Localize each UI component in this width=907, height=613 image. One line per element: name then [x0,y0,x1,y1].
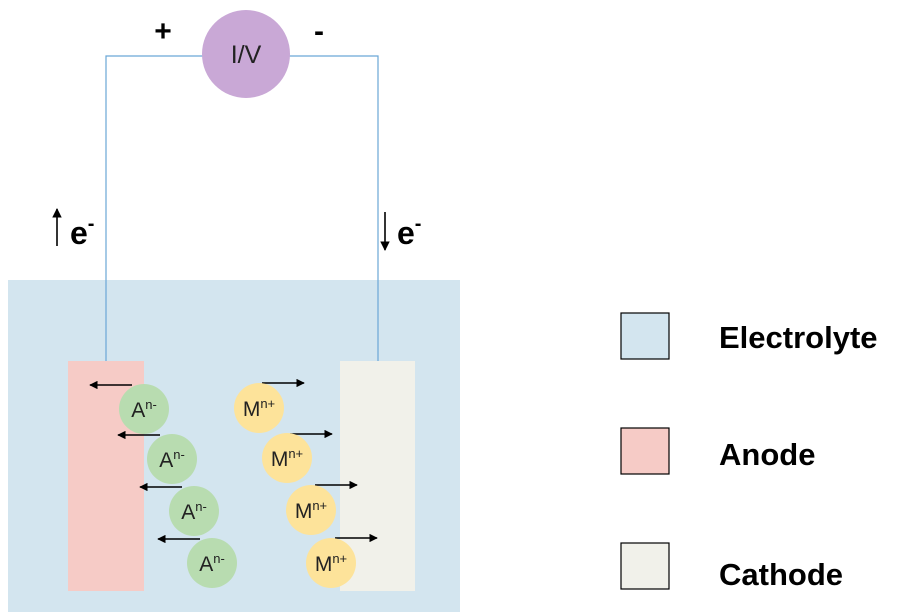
cation-circle [262,433,312,483]
anion-label: An- [131,397,157,422]
legend-swatch-cathode [620,542,670,590]
cation-label: Mn+ [315,551,347,576]
anion-circle [147,434,197,484]
positive-terminal-sign: + [154,15,172,48]
anion-circle [187,538,237,588]
legend-label-anode: Anode [719,437,815,472]
circuit-wire-right [289,55,379,361]
anion-label: An- [181,499,207,524]
cation-circle [286,485,336,535]
legend-swatch-anode [620,427,670,475]
anion-circle [119,384,169,434]
legend-label-electrolyte: Electrolyte [719,320,878,355]
anion-label: An- [199,551,225,576]
cation-label: Mn+ [295,498,327,523]
legend: Electrolyte Anode Cathode [620,312,878,592]
cation-label: Mn+ [243,396,275,421]
legend-label-cathode: Cathode [719,557,843,592]
cation-label: Mn+ [271,446,303,471]
power-source-circle [202,10,290,98]
power-source-label: I/V [231,41,262,69]
electron-label-left: e- [70,213,94,251]
cation-circle [234,383,284,433]
cation-circle [306,538,356,588]
anion-label: An- [159,447,185,472]
legend-swatch-electrolyte [620,312,670,360]
anion-circle [169,486,219,536]
electron-label-right: e- [397,213,421,251]
circuit-wire-left [105,55,203,361]
negative-terminal-sign: - [314,15,324,48]
